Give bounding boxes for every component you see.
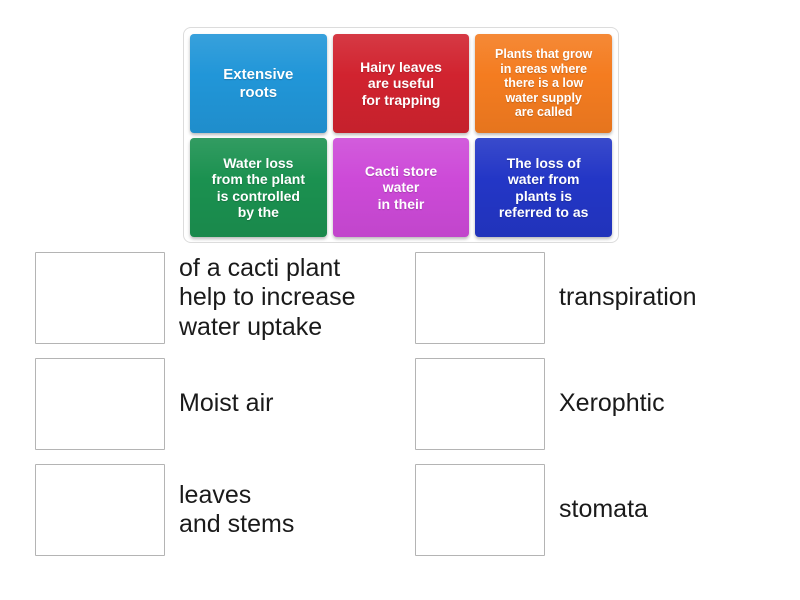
- drop-zone-4[interactable]: [415, 252, 545, 344]
- answer-label-6: stomata: [559, 495, 648, 524]
- answers-right-column: transpiration Xerophtic stomata: [415, 252, 800, 570]
- drop-zone-5[interactable]: [415, 358, 545, 450]
- drop-zone-1[interactable]: [35, 252, 165, 344]
- answer-row: stomata: [415, 464, 800, 556]
- answer-label-5: Xerophtic: [559, 389, 665, 418]
- drop-zone-3[interactable]: [35, 464, 165, 556]
- answer-row: Moist air: [35, 358, 425, 450]
- answer-row: transpiration: [415, 252, 800, 344]
- answer-row: Xerophtic: [415, 358, 800, 450]
- answer-label-2: Moist air: [179, 389, 274, 418]
- answer-label-4: transpiration: [559, 283, 697, 312]
- drop-zone-6[interactable]: [415, 464, 545, 556]
- drop-zone-2[interactable]: [35, 358, 165, 450]
